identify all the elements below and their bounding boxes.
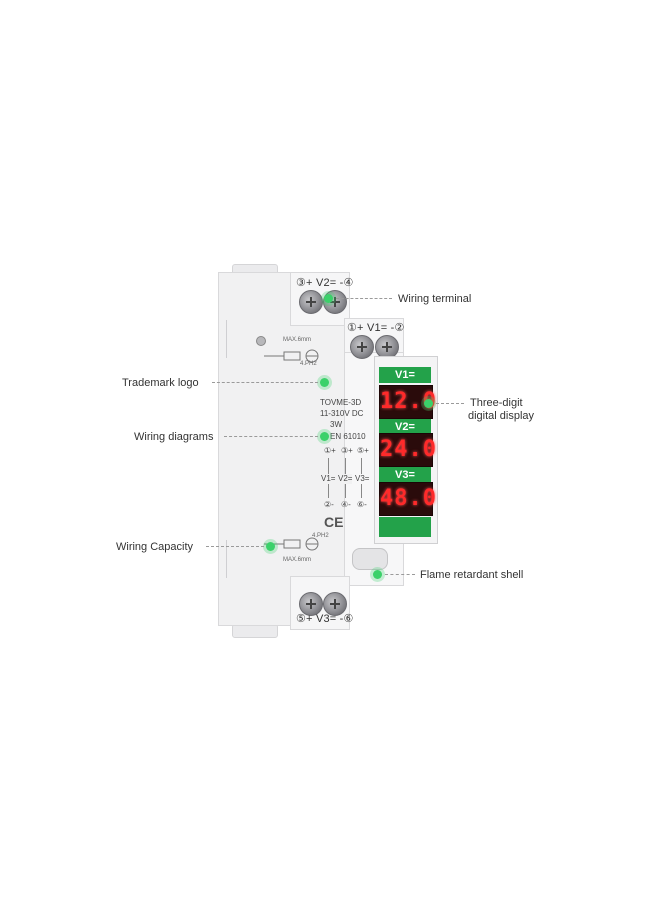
leader-trademark-logo xyxy=(212,382,318,383)
display-label-v3: V3= xyxy=(379,467,431,483)
callout-dot-trademark-logo xyxy=(320,378,329,387)
callout-wiring-capacity: Wiring Capacity xyxy=(116,541,194,553)
display-green-footer xyxy=(379,517,431,537)
terminal-screw-1[interactable] xyxy=(350,335,374,359)
callout-trademark-logo: Trademark logo xyxy=(122,377,199,389)
power-rating: 3W xyxy=(330,420,342,429)
callout-dot-flame-retardant xyxy=(373,570,382,579)
model-number: TOVME-3D xyxy=(320,398,362,407)
callout-dot-wiring-capacity xyxy=(266,542,275,551)
terminal-screw-3[interactable] xyxy=(299,290,323,314)
terminal-label-v2: ③+ V2= -④ xyxy=(296,277,354,289)
leader-wiring-terminal xyxy=(336,298,392,299)
reset-button[interactable] xyxy=(352,548,388,570)
callout-dot-three-digit-display xyxy=(424,399,433,408)
bottom-rail-clip xyxy=(232,624,278,638)
schematic-plus-1: ①+ xyxy=(324,446,336,455)
callout-wiring-diagrams: Wiring diagrams xyxy=(134,431,214,443)
housing-groove xyxy=(226,540,227,578)
back-housing xyxy=(218,272,350,626)
callout-dot-wiring-diagrams xyxy=(320,432,329,441)
wiring-screwdriver-size: 4.PH2 xyxy=(300,361,317,367)
terminal-screw-6[interactable] xyxy=(323,592,347,616)
schematic-minus-6: ⑥- xyxy=(357,500,367,509)
schematic-minus-4: ④- xyxy=(341,500,351,509)
ce-mark: CE xyxy=(324,514,344,530)
display-label-v1: V1= xyxy=(379,367,431,383)
schematic-plus-3: ③+ xyxy=(341,446,353,455)
wiring-max-length: MAX.6mm xyxy=(283,337,312,343)
callout-flame-retardant: Flame retardant shell xyxy=(420,569,524,581)
leader-flame-retardant xyxy=(385,574,415,575)
schematic-v3: V3= xyxy=(355,474,370,484)
schematic-plus-5: ⑤+ xyxy=(357,446,369,455)
display-label-v2: V2= xyxy=(379,419,431,435)
lcd-readout-v3: 48.0 xyxy=(379,482,436,516)
release-hole-icon xyxy=(256,336,266,346)
callout-three-digit-line2: digital display xyxy=(468,410,535,422)
wiring-screwdriver-size-bottom: 4.PH2 xyxy=(312,533,329,539)
terminal-label-v3: ⑤+ V3= -⑥ xyxy=(296,613,354,625)
callout-three-digit-line1: Three-digit xyxy=(470,397,523,409)
display-panel: V1= 12.0 V2= 24.0 V3= 48.0 xyxy=(374,356,438,544)
housing-groove xyxy=(226,320,227,358)
schematic-minus-2: ②- xyxy=(324,500,334,509)
schematic-v2: V2= xyxy=(338,474,353,484)
callout-dot-wiring-terminal xyxy=(324,294,333,303)
lcd-readout-v2: 24.0 xyxy=(379,433,436,467)
schematic-v1: V1= xyxy=(321,474,336,484)
callout-wiring-terminal: Wiring terminal xyxy=(398,293,472,305)
standard-label: EN 61010 xyxy=(330,432,366,441)
leader-three-digit-display xyxy=(436,403,464,404)
wire-strip-diagram-icon xyxy=(264,349,319,363)
leader-wiring-capacity xyxy=(206,546,264,547)
terminal-screw-5[interactable] xyxy=(299,592,323,616)
wiring-max-length-bottom: MAX.6mm xyxy=(283,557,312,563)
voltage-range: 11-310V DC xyxy=(320,409,364,418)
leader-wiring-diagrams xyxy=(224,436,318,437)
terminal-label-v1: ①+ V1= -② xyxy=(347,322,405,334)
